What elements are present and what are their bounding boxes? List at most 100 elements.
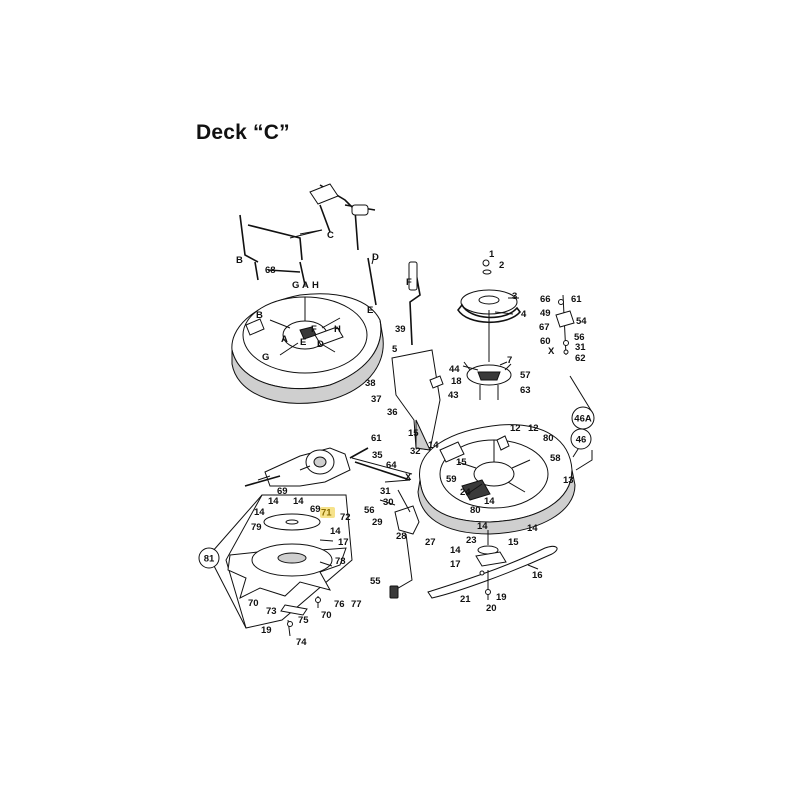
label-29: 29 bbox=[372, 517, 383, 528]
label-5: 5 bbox=[392, 344, 398, 355]
label-15-b: 15 bbox=[456, 457, 467, 468]
label-31-right: 31 bbox=[575, 342, 586, 353]
label-D: D bbox=[372, 252, 379, 263]
anti-scalp-hardware bbox=[555, 294, 575, 356]
label-72: 72 bbox=[340, 512, 351, 523]
callout-81-circle bbox=[198, 547, 220, 569]
label-43: 43 bbox=[448, 390, 459, 401]
label-1: 1 bbox=[489, 249, 495, 260]
label-H-mid: H bbox=[334, 324, 341, 335]
label-80-bottom: 80 bbox=[470, 505, 481, 516]
label-3: 3 bbox=[512, 291, 517, 302]
label-69-top: 69 bbox=[277, 486, 288, 497]
label-55: 55 bbox=[370, 576, 381, 587]
label-71-highlighted: 71 bbox=[321, 508, 332, 519]
label-C: C bbox=[327, 230, 334, 241]
label-44: 44 bbox=[449, 364, 460, 375]
label-28: 28 bbox=[396, 531, 407, 542]
label-75: 75 bbox=[298, 615, 309, 626]
label-18: 18 bbox=[451, 376, 462, 387]
label-14-e: 14 bbox=[450, 545, 461, 556]
label-39: 39 bbox=[395, 324, 406, 335]
label-16: 16 bbox=[532, 570, 543, 581]
label-60: 60 bbox=[540, 336, 551, 347]
label-56: 56 bbox=[364, 505, 375, 516]
main-deck-right bbox=[417, 424, 576, 535]
idler-arm-assembly bbox=[391, 261, 444, 451]
label-54: 54 bbox=[576, 316, 587, 327]
label-66: 66 bbox=[540, 294, 551, 305]
label-31: 31 bbox=[380, 486, 391, 497]
label-27: 27 bbox=[425, 537, 436, 548]
blade-and-adapter bbox=[427, 530, 558, 600]
label-77: 77 bbox=[351, 599, 362, 610]
label-76: 76 bbox=[334, 599, 345, 610]
label-69-mid: 69 bbox=[310, 504, 321, 515]
label-B-lower: B bbox=[256, 310, 263, 321]
label-14-b: 14 bbox=[484, 496, 495, 507]
part-labels: C D B 68 G A H E B F H A E D G F 39 5 38… bbox=[236, 230, 587, 648]
label-49: 49 bbox=[540, 308, 551, 319]
label-A-mid: A bbox=[281, 334, 288, 345]
label-58: 58 bbox=[550, 453, 561, 464]
label-X-right: X bbox=[548, 346, 555, 357]
label-70-left: 70 bbox=[248, 598, 259, 609]
label-24: 24 bbox=[460, 487, 471, 498]
label-38: 38 bbox=[365, 378, 376, 389]
blade-adapter-detail bbox=[225, 494, 353, 637]
label-57: 57 bbox=[520, 370, 531, 381]
label-62: 62 bbox=[575, 353, 586, 364]
label-D-mid: D bbox=[317, 339, 324, 350]
label-17-left: 17 bbox=[338, 537, 349, 548]
label-20: 20 bbox=[486, 603, 497, 614]
label-59: 59 bbox=[446, 474, 457, 485]
spindle-pulley-assembly bbox=[457, 259, 522, 400]
label-4: 4 bbox=[521, 309, 527, 320]
callout-46A-label: 46A bbox=[574, 414, 592, 425]
label-74: 74 bbox=[296, 637, 307, 648]
label-30: 30 bbox=[383, 497, 394, 508]
label-56-right: 56 bbox=[574, 332, 585, 343]
label-68: 68 bbox=[265, 265, 276, 276]
label-15-c: 15 bbox=[508, 537, 519, 548]
label-B: B bbox=[236, 255, 243, 266]
label-A-top: A bbox=[302, 280, 309, 291]
label-2: 2 bbox=[499, 260, 504, 271]
label-12-right: 12 bbox=[528, 423, 539, 434]
label-E-mid: E bbox=[300, 337, 306, 348]
label-14-f: 14 bbox=[268, 496, 279, 507]
label-E-right: E bbox=[367, 305, 373, 316]
label-36: 36 bbox=[387, 407, 398, 418]
label-F-upper: F bbox=[406, 277, 412, 288]
label-14-i: 14 bbox=[330, 526, 341, 537]
label-14-h: 14 bbox=[254, 507, 265, 518]
label-61-left: 61 bbox=[371, 433, 382, 444]
label-63: 63 bbox=[520, 385, 531, 396]
transaxle-assembly bbox=[244, 447, 413, 487]
label-7: 7 bbox=[507, 355, 512, 366]
label-23: 23 bbox=[466, 535, 477, 546]
label-14-d: 14 bbox=[477, 521, 488, 532]
label-70-right: 70 bbox=[321, 610, 332, 621]
upper-deck-assembly bbox=[231, 183, 384, 404]
callout-46-circle bbox=[570, 428, 592, 450]
label-13: 13 bbox=[563, 475, 574, 486]
idler-bracket-assembly bbox=[379, 489, 420, 599]
label-37: 37 bbox=[371, 394, 382, 405]
label-32: 32 bbox=[410, 446, 421, 457]
callout-81-label: 81 bbox=[204, 554, 215, 565]
label-21: 21 bbox=[460, 594, 471, 605]
label-12-top: 12 bbox=[510, 423, 521, 434]
label-61: 61 bbox=[571, 294, 582, 305]
label-H-top: H bbox=[312, 280, 319, 291]
label-14-c: 14 bbox=[527, 523, 538, 534]
label-73: 73 bbox=[266, 606, 277, 617]
label-79: 79 bbox=[251, 522, 262, 533]
label-35: 35 bbox=[372, 450, 383, 461]
label-14-g: 14 bbox=[293, 496, 304, 507]
label-67: 67 bbox=[539, 322, 550, 333]
label-F: F bbox=[311, 324, 317, 335]
circled-callouts: 46A 46 81 bbox=[198, 406, 595, 569]
callout-46-label: 46 bbox=[576, 435, 587, 446]
